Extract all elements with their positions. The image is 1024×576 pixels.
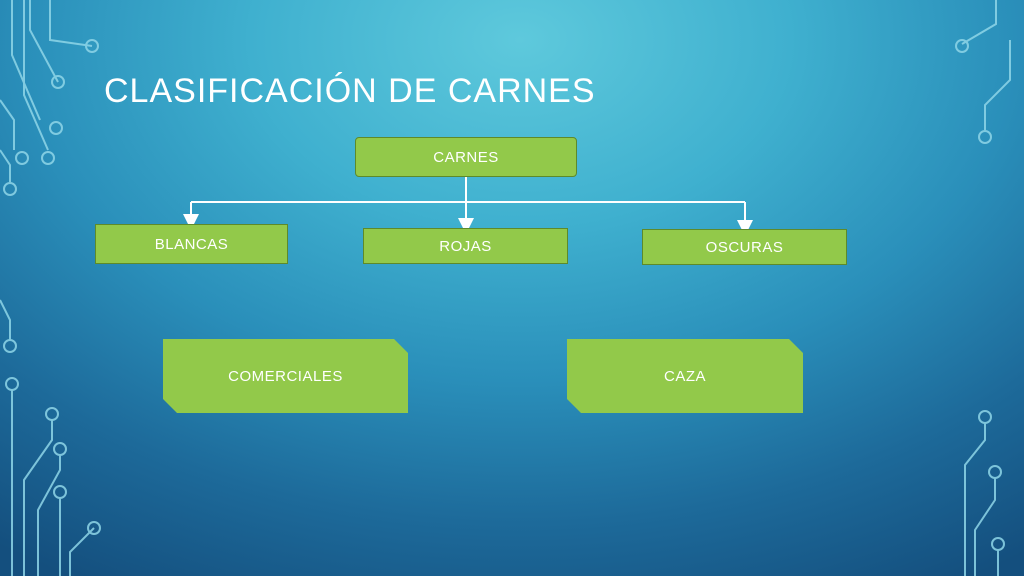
node-rojas-label: ROJAS	[439, 237, 492, 255]
node-oscuras-label: OSCURAS	[705, 238, 784, 256]
node-caza-label: CAZA	[663, 367, 706, 385]
node-comerciales-label: COMERCIALES	[228, 367, 343, 385]
node-oscuras: OSCURAS	[642, 229, 847, 265]
node-carnes-label: CARNES	[433, 148, 499, 166]
node-rojas: ROJAS	[363, 228, 568, 264]
node-blancas-label: BLANCAS	[154, 235, 229, 253]
node-comerciales: COMERCIALES	[163, 339, 408, 413]
node-caza: CAZA	[567, 339, 803, 413]
node-blancas: BLANCAS	[95, 224, 288, 264]
node-carnes: CARNES	[355, 137, 577, 177]
slide-title: CLASIFICACIÓN DE CARNES	[104, 72, 596, 110]
